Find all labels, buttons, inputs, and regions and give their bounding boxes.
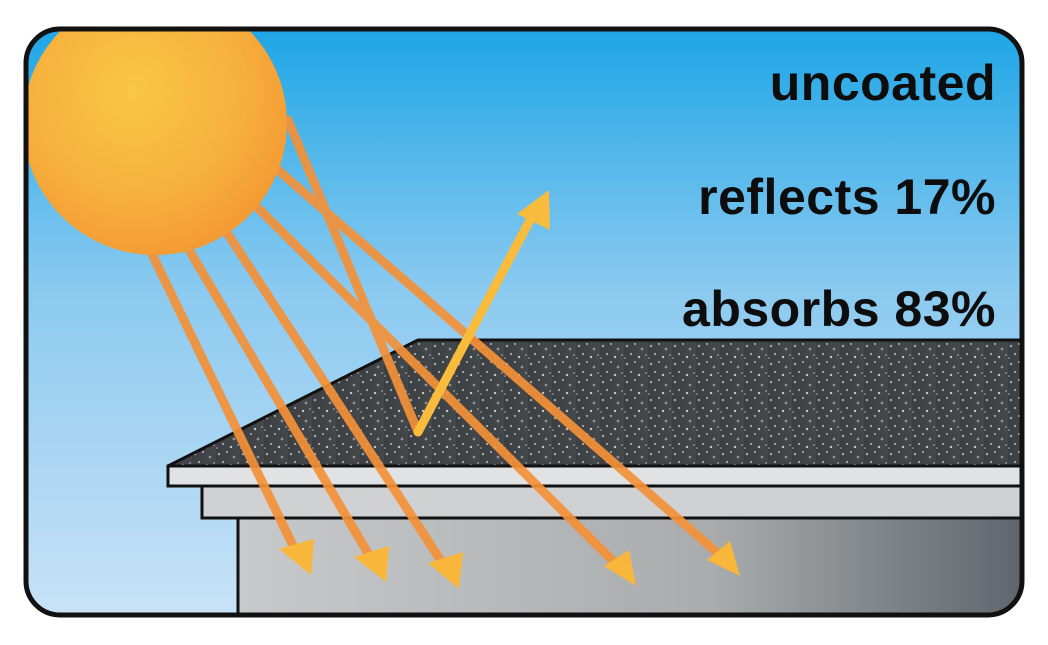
arrowhead [428, 552, 463, 589]
roof-icon [166, 338, 1022, 468]
arrowhead [354, 546, 389, 582]
incoming-ray [273, 165, 727, 562]
roof-fascia [200, 484, 1022, 520]
arrowhead [604, 550, 636, 586]
incoming-rays [145, 115, 727, 573]
incoming-ray [217, 220, 450, 572]
arrowhead [707, 541, 740, 576]
incoming-ray [245, 195, 625, 573]
arrowhead [279, 539, 314, 575]
arrowhead [517, 190, 550, 230]
reflects-label: reflects 17% [698, 169, 996, 225]
sun-icon [26, 29, 287, 255]
frame-border [23, 26, 1025, 618]
roof-eave [166, 464, 1022, 488]
reflected-ray [413, 190, 550, 437]
reflected-ray-path [413, 215, 535, 437]
absorbs-label: absorbs 83% [682, 281, 996, 337]
incoming-ray [145, 245, 302, 559]
incoming-ray [180, 238, 377, 565]
incoming-ray [283, 115, 423, 437]
coating-label: uncoated [769, 55, 996, 111]
incoming-ray-arrowheads [279, 539, 740, 589]
